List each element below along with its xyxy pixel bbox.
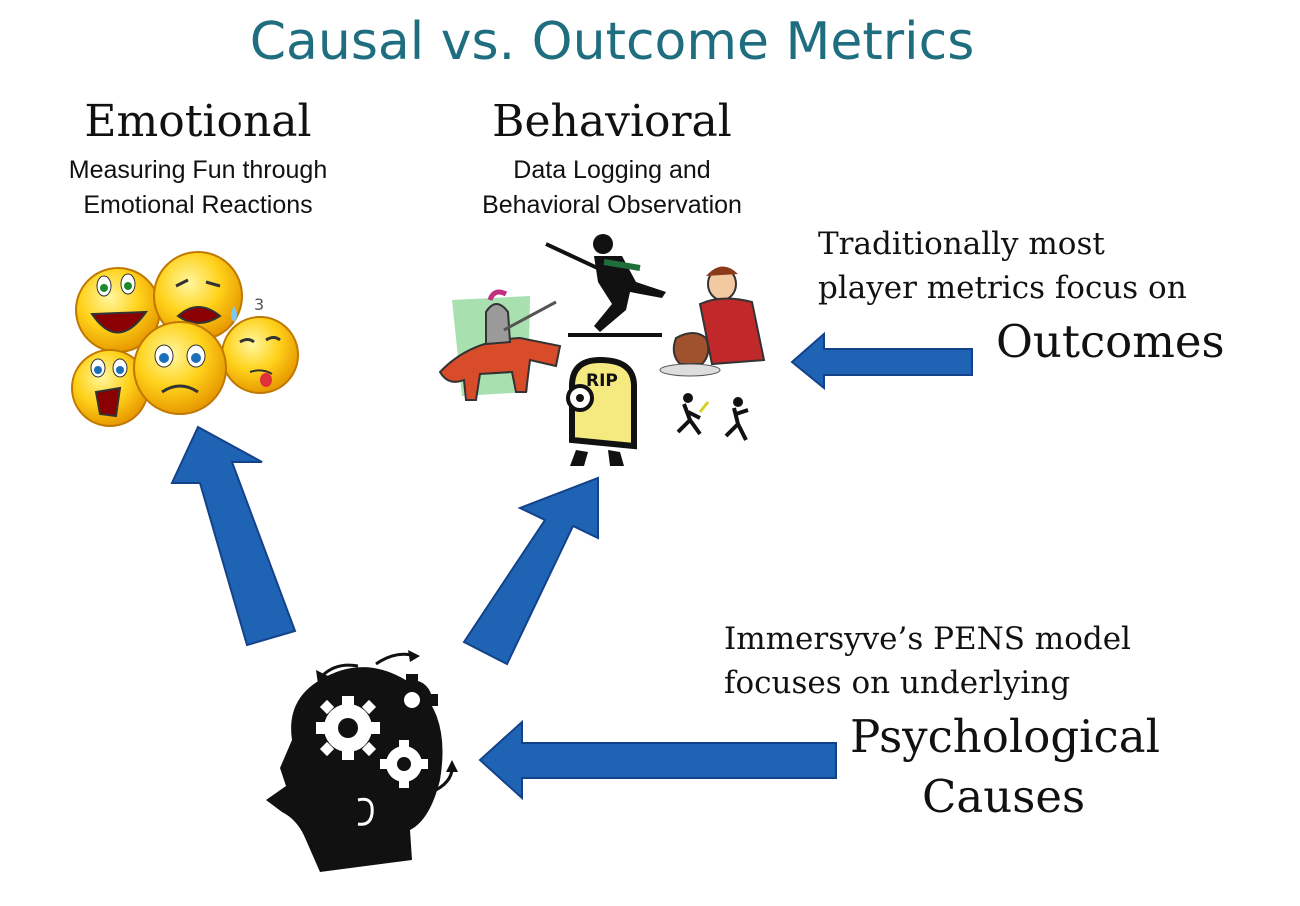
emotional-subtitle-1: Measuring Fun through [68, 156, 328, 184]
arrow-to-behavioral [462, 476, 599, 666]
arrow-from-causes [478, 719, 837, 801]
causes-note-line1: Immersyve’s PENS model [724, 621, 1131, 657]
emotional-heading: Emotional [84, 96, 312, 147]
head-gears-icon [266, 650, 458, 872]
emoji-faces-icon: 3 [71, 251, 299, 427]
arrow-from-outcomes [790, 331, 973, 391]
svg-text:3: 3 [254, 295, 264, 314]
outcomes-note-line1: Traditionally most [818, 226, 1105, 262]
causes-label: Causes [922, 770, 1086, 823]
outcomes-label: Outcomes [996, 315, 1225, 368]
runners-icon [676, 393, 749, 441]
slide-title: Causal vs. Outcome Metrics [249, 12, 975, 72]
behavioral-subtitle-2: Behavioral Observation [482, 191, 742, 219]
soldier-icon [545, 234, 666, 337]
emotional-subtitle-2: Emotional Reactions [83, 191, 313, 219]
rip-text: RIP [586, 371, 618, 391]
behavioral-heading: Behavioral [492, 96, 732, 147]
outcomes-note-line2: player metrics focus on [818, 270, 1187, 306]
tombstone-icon: RIP [566, 356, 637, 466]
arrow-to-emotional [170, 425, 297, 647]
knight-icon [438, 289, 562, 401]
psychological-label: Psychological [850, 710, 1160, 763]
behavioral-subtitle-1: Data Logging and [513, 156, 711, 184]
potter-icon [659, 266, 766, 377]
causes-note-line2: focuses on underlying [724, 665, 1071, 701]
